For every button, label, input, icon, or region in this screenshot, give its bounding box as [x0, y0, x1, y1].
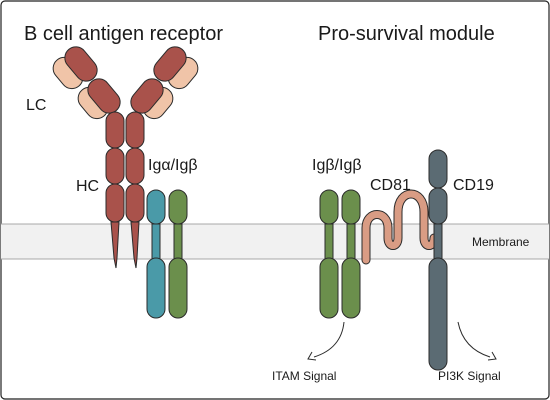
pi3k-signal-arrow	[457, 321, 497, 361]
cd81-fill	[362, 190, 438, 264]
label-pi3k-signal: PI3K Signal	[438, 369, 501, 383]
membrane-band	[1, 224, 549, 259]
pi3k-arrow-curve	[457, 321, 491, 358]
itam-signal-arrow	[307, 321, 345, 361]
heavy-chain-tail-left	[110, 221, 120, 269]
ig-beta-transmembrane	[173, 223, 183, 260]
heavy-chain-stem-right-3	[125, 183, 145, 223]
bcr-antibody	[52, 46, 199, 269]
label-cd19: CD19	[453, 177, 494, 194]
ig-alpha-transmembrane	[151, 223, 161, 260]
pi3k-arrowhead-icon	[487, 351, 497, 361]
cd19-transmembrane	[433, 223, 443, 260]
heavy-chain-left-arm-upper	[64, 46, 98, 82]
ig-alpha-cytoplasmic	[146, 257, 166, 319]
heavy-chain-left-arm-lower	[87, 78, 121, 114]
cd19-domain-1	[428, 149, 448, 189]
ig-beta2-transmembrane	[346, 223, 356, 260]
label-membrane: Membrane	[472, 235, 530, 249]
heavy-chain-stem-right-1	[125, 111, 145, 149]
ig-alpha-extracellular	[146, 189, 166, 225]
cd19-domain-2	[428, 187, 448, 225]
cd19-protein	[428, 149, 448, 371]
cd81-protein	[361, 189, 439, 265]
itam-arrow-curve	[313, 321, 345, 358]
ig-beta-extracellular	[168, 189, 188, 225]
title-pro-survival: Pro-survival module	[318, 23, 495, 45]
ig-beta2-extracellular	[341, 189, 361, 225]
heavy-chain-stem-left-3	[105, 183, 125, 223]
label-ig-beta-beta: Igβ/Igβ	[312, 157, 362, 174]
title-bcr: B cell antigen receptor	[24, 23, 223, 45]
label-ig-alpha-beta: Igα/Igβ	[148, 157, 198, 174]
ig-beta-beta-dimer	[319, 189, 361, 319]
ig-beta1-extracellular	[319, 189, 339, 225]
itam-arrowhead-icon	[307, 351, 317, 361]
label-itam-signal: ITAM Signal	[272, 369, 336, 383]
ig-beta1-transmembrane	[324, 223, 334, 260]
heavy-chain-stem-left-2	[105, 147, 125, 185]
heavy-chain-right-arm-lower	[130, 78, 164, 114]
ig-beta-cytoplasmic	[168, 257, 188, 319]
ig-alpha-beta-dimer	[146, 189, 188, 319]
heavy-chain-stem-left-1	[105, 111, 125, 149]
heavy-chain-right-arm-upper	[153, 46, 187, 82]
heavy-chain-stem-right-2	[125, 147, 145, 185]
ig-beta1-cytoplasmic	[319, 257, 339, 319]
label-lc: LC	[26, 97, 46, 114]
heavy-chain-tail-right	[130, 221, 140, 269]
label-hc: HC	[76, 178, 99, 195]
label-cd81: CD81	[370, 177, 411, 194]
cd19-cytoplasmic-tail	[428, 257, 448, 371]
ig-beta2-cytoplasmic	[341, 257, 361, 319]
